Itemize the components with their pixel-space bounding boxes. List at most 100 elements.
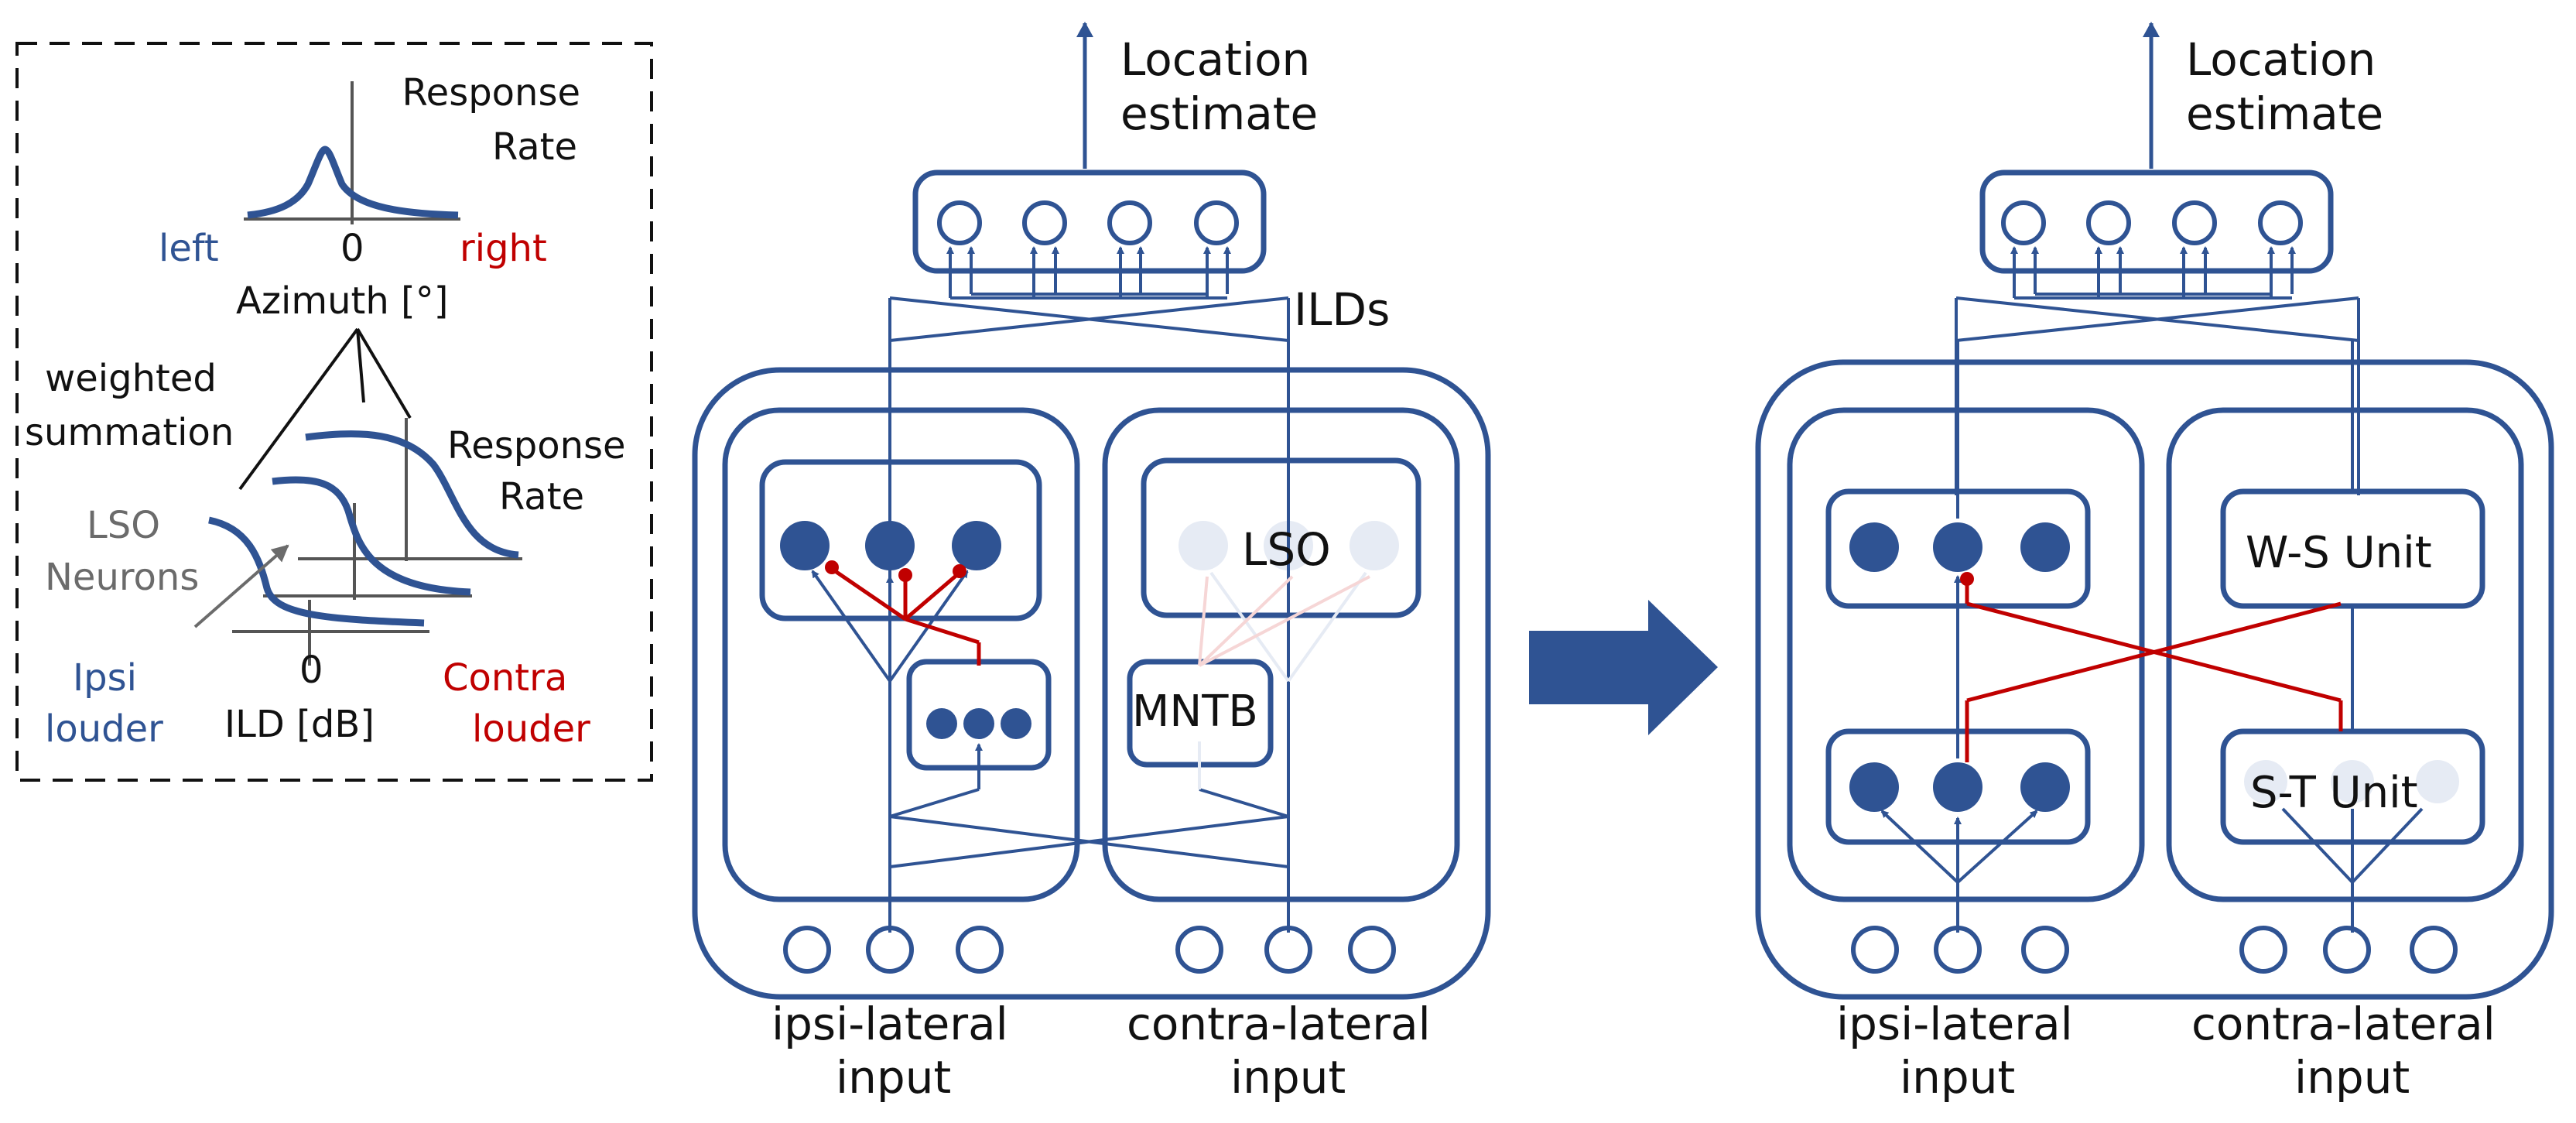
weighted-summation: weighted summation [25, 327, 412, 491]
output-unit [937, 200, 982, 245]
inset-dashed-border [15, 42, 653, 782]
top-plot-ylabel-line2: Rate [492, 125, 577, 169]
lso-neuron-faded [1350, 521, 1399, 570]
lso-mntb-model [692, 22, 1491, 1000]
lso-neurons-label-line1: LSO [87, 504, 160, 547]
input-unit [2021, 926, 2069, 974]
right-inhibitory-connections [1960, 572, 2343, 762]
contra-lso-box [1141, 457, 1421, 618]
top-plot-ylabel-line1: Response [402, 71, 580, 115]
right-model-labels: Location estimate W-S Unit S-T Unit ipsi… [1836, 33, 2496, 1104]
input-unit [1851, 926, 1899, 974]
mntb-label: MNTB [1132, 686, 1258, 737]
input-unit [866, 926, 914, 974]
azimuth-tuning-curve [247, 146, 459, 219]
unit [2020, 522, 2070, 572]
transition-arrow [1529, 600, 1718, 735]
sum-line-right [356, 327, 412, 419]
unit-faded [2244, 760, 2287, 803]
left-output-label-line1: Location [1120, 33, 1310, 86]
left-contra-label-line2: input [1230, 1051, 1346, 1104]
azimuth-axis-label: Azimuth [°] [236, 279, 449, 323]
right-label: right [460, 227, 547, 270]
ild-curve-back [305, 430, 519, 559]
ild-axis-label: ILD [dB] [224, 703, 375, 746]
input-unit [783, 926, 831, 974]
input-unit [1264, 926, 1312, 974]
right-contra-label-line1: contra-lateral [2191, 998, 2496, 1050]
lso-neuron [780, 521, 830, 570]
lso-label: LSO [1242, 523, 1331, 576]
input-unit [2323, 926, 2371, 974]
unit [1933, 762, 1982, 812]
ild-connections-left [888, 246, 1290, 511]
mntb-inhibitory-connections [825, 560, 981, 666]
contra-louder-label-line2: louder [472, 707, 590, 751]
azimuth-zero-label: 0 [340, 227, 364, 270]
output-unit [1194, 200, 1239, 245]
output-unit [1022, 200, 1067, 245]
left-ipsi-label-line1: ipsi-lateral [771, 998, 1008, 1050]
right-output-label-line1: Location [2186, 33, 2376, 86]
right-ipsi-label-line2: input [1900, 1051, 2015, 1104]
sum-line-mid [356, 328, 365, 403]
ipsi-louder-label-line2: louder [45, 707, 163, 751]
ws-st-model [1755, 22, 2554, 1000]
unit [1933, 522, 1982, 572]
left-output-label-line2: estimate [1120, 87, 1318, 140]
lso-neuron-faded [1179, 521, 1228, 570]
bottom-plot-ylabel-line1: Response [447, 424, 626, 467]
inset-panel: Response Rate left 0 right Azimuth [°] w… [15, 42, 653, 782]
neurons-arrow [193, 544, 289, 628]
unit-faded [2331, 760, 2374, 803]
lso-neurons-label-line2: Neurons [45, 556, 199, 599]
output-layer-box-left [912, 169, 1267, 274]
right-contra-label-line2: input [2294, 1051, 2410, 1104]
weighted-label-line1: weighted [45, 357, 217, 400]
output-layer-box-right [1979, 169, 2334, 274]
right-excitatory-connections [1880, 341, 2424, 933]
ipsi-lso-box [759, 459, 1042, 621]
lso-neuron [952, 521, 1001, 570]
ws-unit-label: W-S Unit [2246, 528, 2432, 578]
model-outer-container-right [1755, 359, 2554, 1000]
output-unit [2001, 200, 2046, 245]
ild-curve-front [208, 516, 425, 627]
ipsi-louder-label-line1: Ipsi [73, 656, 137, 700]
left-contra-label-line1: contra-lateral [1127, 998, 1431, 1050]
mntb-neuron [963, 708, 994, 739]
input-unit [1934, 926, 1982, 974]
contra-louder-label-line1: Contra [443, 656, 567, 700]
ild-curve-mid [272, 476, 471, 596]
ild-zero-label: 0 [299, 649, 323, 692]
input-unit [956, 926, 1004, 974]
ilds-label: ILDs [1294, 283, 1390, 336]
azimuth-tuning-plot: Response Rate left 0 right Azimuth [°] [159, 71, 580, 323]
left-ipsi-label-line2: input [836, 1051, 951, 1104]
ild-response-plots: Response Rate LSO Neurons Ipsi louder 0 … [45, 418, 626, 751]
contra-hemisphere-box-left [1102, 407, 1460, 902]
output-unit [2258, 200, 2303, 245]
contra-faded-connections [1198, 571, 1370, 683]
right-output-label-line2: estimate [2186, 87, 2383, 140]
sum-line-left [238, 327, 359, 491]
input-unit [1348, 926, 1396, 974]
unit [2020, 762, 2070, 812]
unit [1849, 522, 1899, 572]
input-unit [2239, 926, 2287, 974]
output-unit [2172, 200, 2217, 245]
right-ipsi-label-line1: ipsi-lateral [1836, 998, 2073, 1050]
unit [1849, 762, 1899, 812]
input-unit [2410, 926, 2458, 974]
st-unit-label: S-T Unit [2250, 768, 2418, 818]
ild-connections-right [1955, 246, 2360, 495]
left-label: left [159, 227, 219, 270]
ipsi-excitatory-connections [811, 341, 1290, 933]
mntb-neuron [1001, 708, 1031, 739]
output-unit [2086, 200, 2131, 245]
output-unit [1107, 200, 1152, 245]
unit-faded [2416, 760, 2459, 803]
model-outer-container-left [692, 367, 1491, 1000]
weighted-label-line2: summation [25, 411, 234, 454]
